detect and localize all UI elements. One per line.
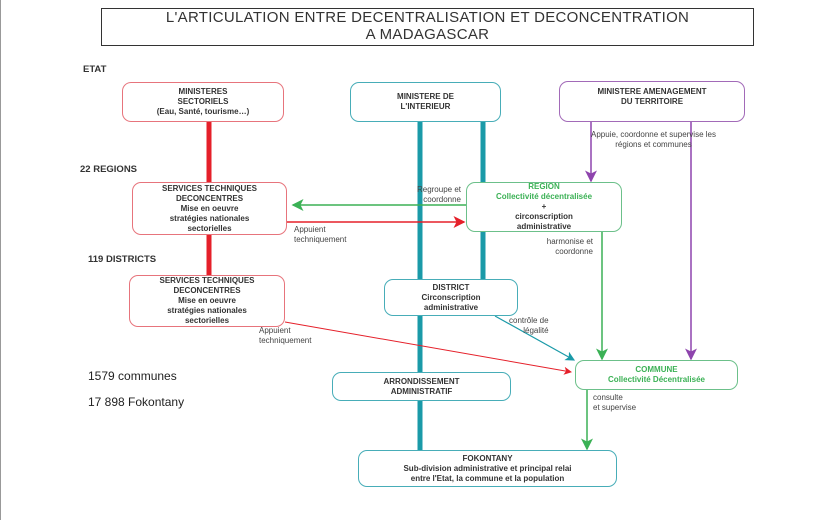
text: sectorielles bbox=[187, 223, 232, 233]
text: coordonne bbox=[423, 195, 461, 204]
label-consulte-supervise: consulte et supervise bbox=[593, 393, 636, 413]
text: sectorielles bbox=[184, 316, 230, 325]
text: Mise en oeuvre bbox=[178, 296, 236, 305]
text: MINISTERES bbox=[178, 87, 228, 96]
text: Mise en oeuvre bbox=[180, 203, 239, 213]
teal-arrow-controle bbox=[494, 315, 576, 361]
text: Circonscription bbox=[421, 292, 481, 302]
text: harmonise et bbox=[546, 237, 593, 246]
text: SECTORIELS bbox=[177, 97, 229, 106]
box-services-techniques-district: SERVICES TECHNIQUES DECONCENTRES Mise en… bbox=[129, 275, 285, 327]
red-arrow-appuient-commune bbox=[284, 321, 572, 375]
box-services-techniques-region: SERVICES TECHNIQUES DECONCENTRES Mise en… bbox=[132, 182, 287, 235]
text: ADMINISTRATIF bbox=[390, 386, 453, 396]
text: DECONCENTRES bbox=[175, 193, 244, 203]
text: ARRONDISSEMENT bbox=[383, 376, 460, 386]
text: SERVICES TECHNIQUES bbox=[159, 276, 255, 285]
text: techniquement bbox=[294, 235, 347, 244]
text: Collectivité Décentralisée bbox=[608, 375, 705, 384]
text: Appuient bbox=[294, 225, 326, 234]
text: administrative bbox=[423, 302, 479, 312]
text: L'INTERIEUR bbox=[400, 102, 451, 111]
text: Regroupe et bbox=[416, 185, 461, 194]
text: entre l'Etat, la commune et la populatio… bbox=[410, 473, 565, 483]
text: Collectivité décentralisée bbox=[495, 192, 593, 201]
text: administrative bbox=[516, 222, 572, 231]
box-fokontany: FOKONTANY Sub-division administrative et… bbox=[358, 450, 617, 487]
label-controle-legalite: contrôle de légalité bbox=[509, 316, 549, 336]
text: légalité bbox=[523, 326, 549, 335]
box-arrondissement: ARRONDISSEMENT ADMINISTRATIF bbox=[332, 372, 511, 401]
box-district: DISTRICT Circonscription administrative bbox=[384, 279, 518, 316]
title-line-1: L'ARTICULATION ENTRE DECENTRALISATION ET… bbox=[165, 9, 690, 26]
count-communes: 1579 communes bbox=[88, 369, 177, 383]
text: techniquement bbox=[259, 336, 312, 345]
box-ministeres-sectoriels: MINISTERES SECTORIELS (Eau, Santé, touri… bbox=[122, 82, 284, 122]
text: consulte bbox=[593, 393, 623, 402]
text: DU TERRITOIRE bbox=[620, 97, 684, 106]
text: SERVICES TECHNIQUES bbox=[162, 183, 257, 193]
text: (Eau, Santé, tourisme…) bbox=[156, 107, 250, 116]
box-commune: COMMUNE Collectivité Décentralisée bbox=[575, 360, 738, 390]
text: régions et communes bbox=[615, 140, 692, 149]
text: circonscription bbox=[515, 212, 573, 221]
text: et supervise bbox=[593, 403, 637, 412]
text: COMMUNE bbox=[635, 365, 678, 374]
level-regions: 22 REGIONS bbox=[80, 164, 138, 175]
box-ministere-amenagement: MINISTERE AMENAGEMENT DU TERRITOIRE bbox=[559, 81, 745, 122]
text: DISTRICT bbox=[432, 282, 470, 292]
count-fokontany: 17 898 Fokontany bbox=[88, 395, 185, 409]
label-appuient-commune: Appuient techniquement bbox=[259, 326, 311, 346]
text: Sub-division administrative et principal… bbox=[403, 463, 572, 473]
level-etat: ETAT bbox=[83, 64, 107, 75]
title-line-2: A MADAGASCAR bbox=[365, 26, 490, 43]
text: Appuie, coordonne et supervise les bbox=[591, 130, 716, 139]
text: REGION bbox=[528, 182, 560, 191]
level-districts: 119 DISTRICTS bbox=[88, 254, 157, 265]
label-harmonise: harmonise et coordonne bbox=[511, 237, 593, 257]
label-appuie-supervise: Appuie, coordonne et supervise les régio… bbox=[546, 130, 761, 150]
diagram-title: L'ARTICULATION ENTRE DECENTRALISATION ET… bbox=[101, 8, 754, 46]
box-region: REGION Collectivité décentralisée + circ… bbox=[466, 182, 622, 232]
text: stratégies nationales bbox=[169, 213, 250, 223]
text: FOKONTANY bbox=[462, 453, 513, 463]
label-regroupe: Regroupe et coordonne bbox=[381, 185, 461, 205]
text: MINISTERE AMENAGEMENT bbox=[597, 87, 707, 96]
text: Appuient bbox=[259, 326, 291, 335]
text: coordonne bbox=[555, 247, 593, 256]
label-appuient-region: Appuient techniquement bbox=[294, 225, 346, 245]
box-ministere-interieur: MINISTERE DE L'INTERIEUR bbox=[350, 82, 501, 122]
text: contrôle de bbox=[509, 316, 549, 325]
text: stratégies nationales bbox=[167, 306, 247, 315]
text: + bbox=[541, 202, 547, 211]
text: MINISTERE DE bbox=[397, 92, 454, 101]
text: DECONCENTRES bbox=[173, 286, 241, 295]
